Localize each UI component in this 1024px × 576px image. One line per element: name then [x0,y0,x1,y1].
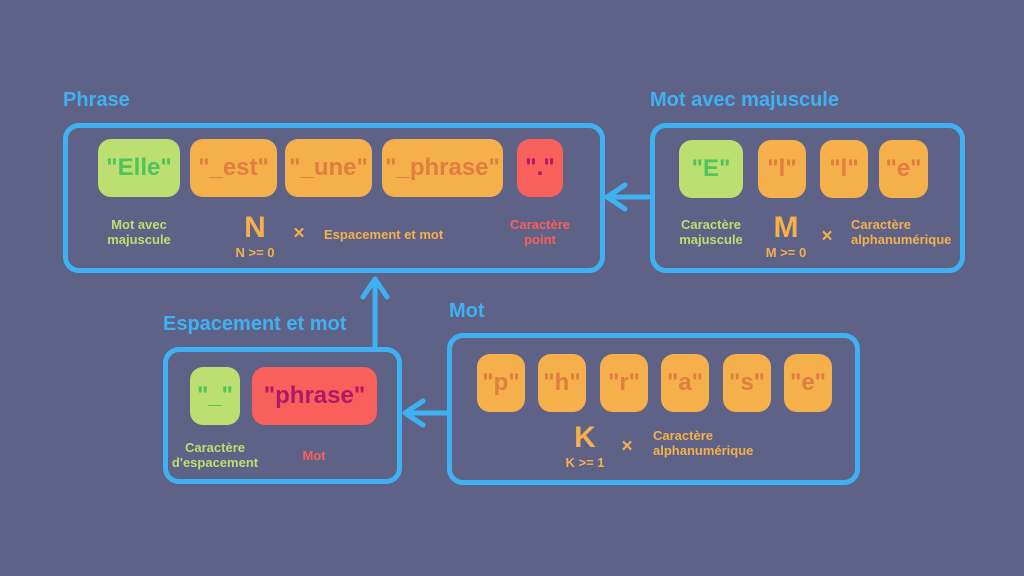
token-a: "a" [661,354,709,412]
label-line: Caractère [851,217,911,232]
repeat-constraint-k: K >= 1 [565,455,605,470]
label-line: d'espacement [171,455,259,470]
repeat-constraint-n: N >= 0 [235,245,275,260]
arrow-mot-to-espacement-icon [402,398,452,428]
label-line: majuscule [679,232,743,247]
label-caractere-alphanumerique: Caractère alphanumérique [653,428,753,458]
repeat-letter-m: M [773,211,799,244]
repeat-letter-n: N [244,211,266,244]
token-e-minor: "e" [879,140,928,198]
phrase-title: Phrase [63,89,130,111]
label-line: Caractère [681,217,741,232]
token-p: "p" [477,354,525,412]
label-line: point [524,232,556,247]
token-est: "_est" [190,139,277,197]
token-phrase-quoted: "phrase" [252,367,377,425]
mot-avec-majuscule-box: "E" "l" "l" "e" Caractère majuscule M M … [650,123,965,273]
token-e: "e" [784,354,832,412]
token-s: "s" [723,354,771,412]
times-icon: × [821,226,833,247]
label-caractere-majuscule: Caractère majuscule [679,217,743,247]
label-line: Caractère [653,428,713,443]
label-caractere-point: Caractère point [510,217,570,247]
label-line: Caractère [510,217,570,232]
mot-title: Mot [449,300,485,322]
token-elle: "Elle" [98,139,180,197]
label-caractere-alphanumerique: Caractère alphanumérique [851,217,951,247]
espacement-et-mot-box: "_" "phrase" Caractère d'espacement Mot [163,347,402,484]
label-line: Mot avec [111,217,167,232]
label-mot-avec-majuscule: Mot avec majuscule [107,217,171,247]
token-une: "_une" [285,139,372,197]
label-line: alphanumérique [653,443,754,458]
token-h: "h" [538,354,586,412]
label-caractere-espacement: Caractère d'espacement [172,440,258,470]
mot-box: "p" "h" "r" "a" "s" "e" K K >= 1 × Carac… [447,333,860,485]
token-underscore: "_" [190,367,240,425]
label-line: alphanumérique [851,232,952,247]
token-e-major: "E" [679,140,743,198]
label-espacement-et-mot: Espacement et mot [324,227,444,242]
arrow-espacement-to-phrase-icon [360,276,390,350]
token-phrase-word: "_phrase" [382,139,503,197]
repeat-constraint-m: M >= 0 [765,245,807,260]
mot-avec-majuscule-title: Mot avec majuscule [650,89,839,111]
token-point: "." [517,139,563,197]
token-l-2: "l" [820,140,868,198]
espacement-et-mot-title: Espacement et mot [163,313,347,335]
label-mot: Mot [302,448,326,463]
token-l-1: "l" [758,140,806,198]
times-icon: × [621,436,633,457]
times-icon: × [293,223,305,244]
label-line: majuscule [107,232,171,247]
repeat-letter-k: K [574,421,596,454]
token-r: "r" [600,354,648,412]
label-line: Caractère [185,440,245,455]
arrow-majuscule-to-phrase-icon [604,182,652,212]
phrase-box: "Elle" "_est" "_une" "_phrase" "." Mot a… [63,123,605,273]
